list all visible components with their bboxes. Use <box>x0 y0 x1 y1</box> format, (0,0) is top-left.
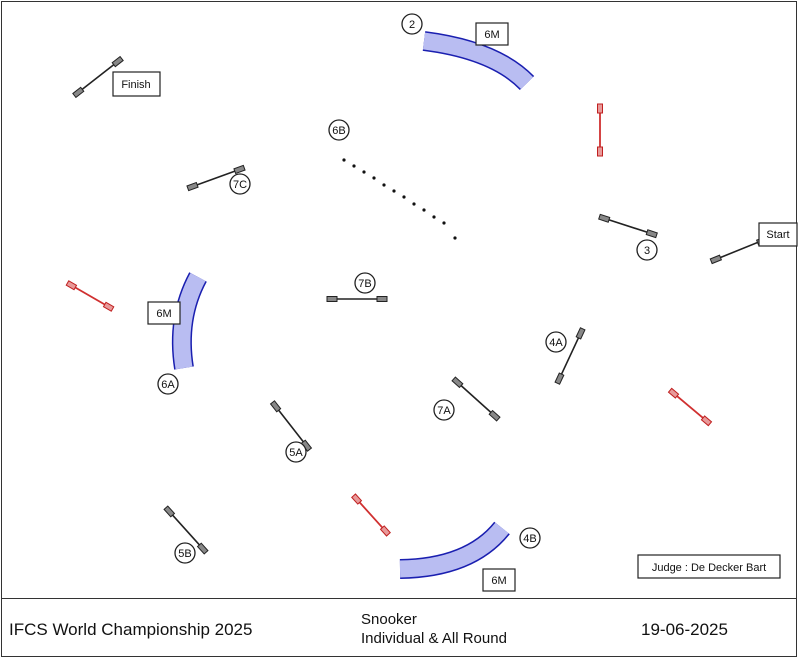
discipline-class: Individual & All Round <box>361 630 507 647</box>
svg-text:7B: 7B <box>358 278 371 290</box>
svg-text:6A: 6A <box>161 379 175 391</box>
svg-text:3: 3 <box>644 245 650 257</box>
svg-text:4A: 4A <box>549 337 563 349</box>
discipline-name: Snooker <box>361 611 417 628</box>
number-5a: 5A <box>285 441 307 463</box>
number-6b: 6B <box>328 119 350 141</box>
event-date: 19-06-2025 <box>641 620 728 639</box>
event-title: IFCS World Championship 2025 <box>9 620 253 639</box>
svg-text:2: 2 <box>409 19 415 31</box>
svg-text:7A: 7A <box>437 405 451 417</box>
jump-7a <box>451 376 501 422</box>
svg-text:6M: 6M <box>491 575 506 587</box>
tunnel-left-length: 6M <box>147 301 181 325</box>
svg-text:6M: 6M <box>484 29 499 41</box>
number-2: 2 <box>401 13 423 35</box>
svg-text:7C: 7C <box>233 179 247 191</box>
svg-text:6M: 6M <box>156 308 171 320</box>
tunnel-left <box>171 272 207 370</box>
number-5b: 5B <box>174 542 196 564</box>
weave-poles <box>342 158 457 240</box>
finish-label: Finish <box>112 71 161 97</box>
red-jump-2 <box>65 279 115 313</box>
svg-text:5A: 5A <box>289 447 303 459</box>
svg-text:Judge : De Decker Bart: Judge : De Decker Bart <box>652 562 766 574</box>
judge-box: Judge : De Decker Bart <box>637 554 781 579</box>
svg-text:6B: 6B <box>332 125 345 137</box>
svg-text:4B: 4B <box>523 533 536 545</box>
number-4a: 4A <box>545 331 567 353</box>
number-3: 3 <box>636 239 658 261</box>
red-jump-1 <box>596 103 604 157</box>
tunnel-bottom-length: 6M <box>482 568 516 592</box>
number-6a: 6A <box>157 373 179 395</box>
red-jump-4 <box>350 493 392 537</box>
tunnel-top-length: 6M <box>475 22 509 46</box>
tunnel-top <box>422 31 535 91</box>
number-4b: 4B <box>519 527 541 549</box>
red-jump-3 <box>667 387 713 427</box>
jump-7b <box>326 295 388 303</box>
svg-text:5B: 5B <box>178 548 191 560</box>
footer-divider <box>1 598 797 599</box>
svg-text:Start: Start <box>766 229 789 241</box>
number-7c: 7C <box>229 173 251 195</box>
start-label: Start <box>758 222 798 247</box>
number-7a: 7A <box>433 399 455 421</box>
jump-3 <box>597 213 659 239</box>
number-7b: 7B <box>354 272 376 294</box>
tunnel-bottom <box>399 521 510 579</box>
svg-text:Finish: Finish <box>121 79 150 91</box>
